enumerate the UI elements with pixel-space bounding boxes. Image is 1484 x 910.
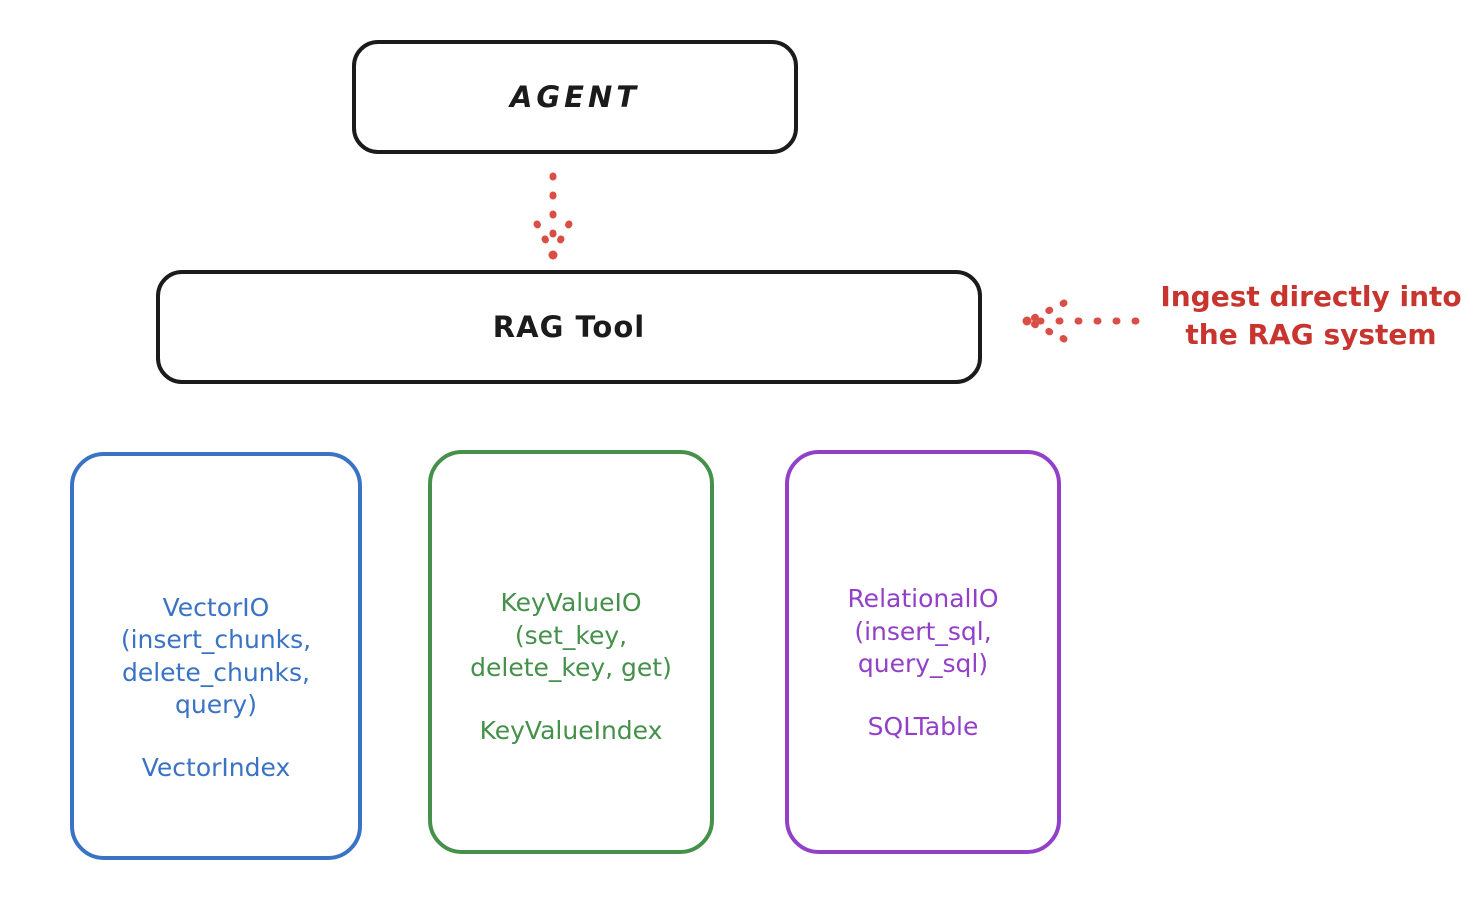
node-rag-tool-label: RAG Tool [492, 310, 646, 344]
node-agent-label: AGENT [509, 80, 641, 114]
node-key-value-io-index: KeyValueIndex [479, 715, 663, 745]
annotation-ingest: Ingest directly into the RAG system [1146, 278, 1476, 354]
node-agent[interactable]: AGENT [352, 40, 798, 154]
node-key-value-io[interactable]: KeyValueIO (set_key, delete_key, get) Ke… [428, 450, 714, 854]
node-vector-io-index: VectorIndex [141, 752, 291, 782]
node-relational-io-index: SQLTable [867, 711, 979, 741]
node-relational-io-interface: RelationalIO (insert_sql, query_sql) [847, 584, 999, 678]
connector-agent-to-rag-tool [533, 172, 573, 260]
annotation-ingest-line1: Ingest directly into [1160, 280, 1462, 313]
node-rag-tool[interactable]: RAG Tool [156, 270, 982, 384]
node-vector-io-interface: VectorIO (insert_chunks, delete_chunks, … [120, 592, 312, 720]
connector-ingest-arrow [1022, 299, 1140, 343]
annotation-ingest-line2: the RAG system [1185, 317, 1437, 351]
node-vector-io[interactable]: VectorIO (insert_chunks, delete_chunks, … [70, 452, 362, 860]
node-relational-io[interactable]: RelationalIO (insert_sql, query_sql) SQL… [785, 450, 1061, 854]
node-key-value-io-interface: KeyValueIO (set_key, delete_key, get) [470, 588, 672, 682]
